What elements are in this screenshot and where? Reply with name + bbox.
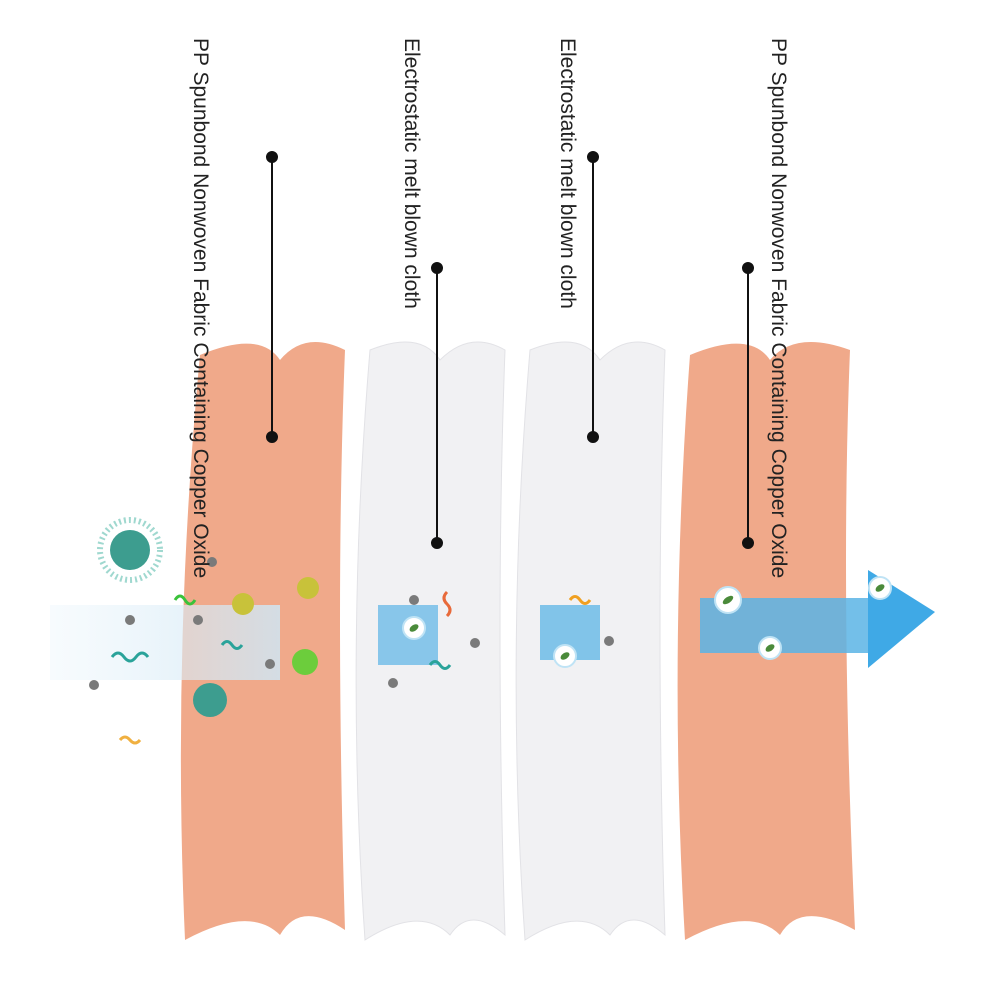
bacteria-icon bbox=[97, 517, 319, 717]
label-copper-layer-front: PP Spunbond Nonwoven Fabric Containing C… bbox=[185, 38, 215, 578]
virus-strand-icons bbox=[110, 590, 592, 745]
label-meltblown-1: Electrostatic melt blown cloth bbox=[396, 38, 426, 309]
label-line: PP Spunbond Nonwoven Fabric bbox=[189, 38, 212, 337]
label-line: Containing Copper Oxide bbox=[767, 342, 790, 579]
label-meltblown-2: Electrostatic melt blown cloth bbox=[552, 38, 582, 309]
label-line: PP Spunbond Nonwoven Fabric bbox=[767, 38, 790, 337]
label-line: Containing Copper Oxide bbox=[189, 342, 212, 579]
leader-lines bbox=[266, 151, 754, 549]
clean-air-bubble-icons bbox=[402, 576, 892, 668]
label-line: Electrostatic melt blown cloth bbox=[400, 38, 423, 309]
particles bbox=[89, 557, 614, 690]
airflow-incoming bbox=[50, 605, 280, 680]
label-line: Electrostatic melt blown cloth bbox=[556, 38, 579, 309]
label-copper-layer-back: PP Spunbond Nonwoven Fabric Containing C… bbox=[763, 38, 793, 578]
